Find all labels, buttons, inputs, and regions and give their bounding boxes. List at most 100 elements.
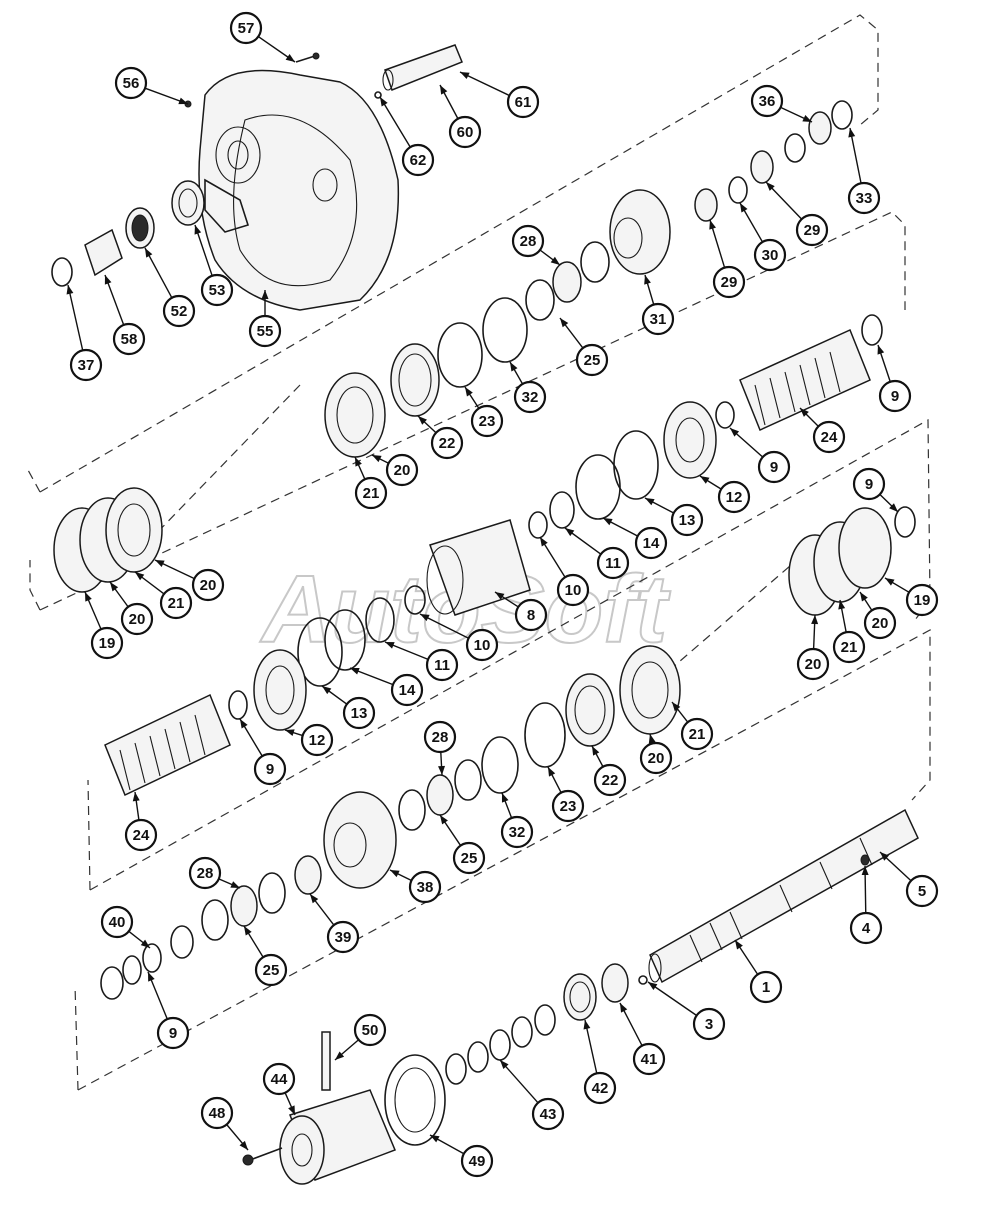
callout-label: 33 bbox=[856, 190, 873, 207]
callout-label: 30 bbox=[762, 247, 779, 264]
callout-label: 9 bbox=[891, 388, 899, 405]
callout-c9a: 9 bbox=[878, 379, 912, 413]
callout-c28a: 28 bbox=[511, 224, 545, 258]
callout-label: 20 bbox=[648, 750, 665, 767]
clutch-pack-19-20-21-right bbox=[788, 506, 916, 616]
callout-c23b: 23 bbox=[551, 789, 585, 823]
callout-circle bbox=[500, 815, 534, 849]
callout-circle bbox=[326, 920, 360, 954]
oring-10-upper bbox=[528, 511, 548, 539]
callout-circle bbox=[750, 84, 784, 118]
callout-c61: 61 bbox=[506, 85, 540, 119]
leader-arrowhead-c13a bbox=[645, 498, 655, 506]
leader-line-c43 bbox=[499, 1059, 539, 1104]
callout-label: 24 bbox=[133, 827, 150, 844]
callout-c29b: 29 bbox=[795, 213, 829, 247]
thrust-bearing-36 bbox=[808, 111, 832, 145]
leader-arrowhead-c23b bbox=[548, 767, 556, 777]
callout-c40: 40 bbox=[100, 905, 134, 939]
callout-circle bbox=[632, 1042, 666, 1076]
callout-circle bbox=[262, 1062, 296, 1096]
callout-circle bbox=[593, 763, 627, 797]
callout-c24a: 24 bbox=[812, 420, 846, 454]
callout-label: 25 bbox=[584, 352, 601, 369]
callout-circle bbox=[423, 720, 457, 754]
bearing-cone-52 bbox=[125, 207, 155, 249]
rings-40-9 bbox=[100, 925, 194, 1000]
callout-label: 9 bbox=[169, 1025, 177, 1042]
callout-circle bbox=[69, 348, 103, 382]
callout-c9d: 9 bbox=[253, 752, 287, 786]
callout-label: 53 bbox=[209, 282, 226, 299]
plate-22-lower bbox=[565, 673, 615, 747]
spring-pack-24-upper bbox=[739, 328, 871, 432]
callout-c53: 53 bbox=[200, 273, 234, 307]
spacer-30 bbox=[728, 176, 748, 204]
callout-label: 11 bbox=[434, 657, 450, 674]
leader-arrowhead-c11b bbox=[385, 642, 395, 649]
callout-label: 10 bbox=[474, 637, 491, 654]
leader-arrowhead-c38 bbox=[390, 870, 400, 878]
bolt-48 bbox=[242, 1147, 283, 1166]
callout-label: 20 bbox=[394, 462, 411, 479]
callout-c56: 56 bbox=[114, 66, 148, 100]
leader-arrowhead-c42 bbox=[583, 1020, 591, 1030]
callout-label: 22 bbox=[439, 435, 456, 452]
callout-circle bbox=[162, 294, 196, 328]
callout-circle bbox=[680, 717, 714, 751]
callout-c22b: 22 bbox=[593, 763, 627, 797]
gear-38 bbox=[323, 791, 397, 889]
leader-arrowhead-c28c bbox=[230, 881, 240, 888]
callout-label: 41 bbox=[641, 1051, 658, 1068]
callout-label: 52 bbox=[171, 303, 188, 320]
leader-arrowhead-c10b bbox=[420, 614, 430, 622]
pin-62 bbox=[374, 91, 382, 99]
callout-label: 23 bbox=[560, 798, 577, 815]
callout-c8: 8 bbox=[514, 598, 548, 632]
bearing-39 bbox=[294, 855, 322, 895]
callout-circle bbox=[114, 66, 148, 100]
leader-arrowhead-c11a bbox=[565, 528, 575, 537]
callout-c43: 43 bbox=[531, 1097, 565, 1131]
washers-25-28-middle bbox=[398, 759, 482, 831]
bearing-cup-53 bbox=[171, 180, 205, 226]
callout-label: 9 bbox=[266, 761, 274, 778]
leader-arrowhead-c28b bbox=[438, 765, 446, 775]
spring-pack-24-lower bbox=[104, 693, 231, 797]
callout-circle bbox=[847, 181, 881, 215]
callout-c13b: 13 bbox=[342, 696, 376, 730]
callout-c11a: 11 bbox=[596, 546, 630, 580]
callout-circle bbox=[200, 273, 234, 307]
clutch-drum-8 bbox=[426, 519, 531, 616]
callout-label: 49 bbox=[469, 1153, 486, 1170]
leader-arrowhead-c32a bbox=[510, 362, 518, 372]
leader-arrowhead-c39 bbox=[310, 894, 319, 904]
callout-circle bbox=[596, 546, 630, 580]
leader-arrowhead-c36 bbox=[802, 115, 812, 122]
snap-ring-23-upper bbox=[437, 322, 483, 388]
callout-label: 43 bbox=[540, 1106, 557, 1123]
callout-c60: 60 bbox=[448, 115, 482, 149]
pin-50 bbox=[321, 1031, 331, 1091]
leader-line-c42 bbox=[584, 1019, 598, 1074]
callout-c30: 30 bbox=[753, 238, 787, 272]
callout-c9e: 9 bbox=[156, 1016, 190, 1050]
cup-42 bbox=[563, 973, 597, 1021]
callout-label: 23 bbox=[479, 413, 496, 430]
pin-4 bbox=[860, 854, 870, 866]
callout-label: 57 bbox=[238, 20, 255, 37]
leader-arrowhead-c23a bbox=[465, 387, 473, 397]
callout-label: 8 bbox=[527, 607, 535, 624]
leader-arrowhead-c19a bbox=[85, 592, 92, 602]
callout-circle bbox=[753, 238, 787, 272]
callout-circle bbox=[401, 143, 435, 177]
callout-c28b: 28 bbox=[423, 720, 457, 754]
callout-label: 12 bbox=[309, 732, 326, 749]
callout-c1: 1 bbox=[749, 970, 783, 1004]
callout-circle bbox=[112, 322, 146, 356]
callout-c33: 33 bbox=[847, 181, 881, 215]
leader-arrowhead-c20c bbox=[155, 560, 165, 568]
callout-label: 24 bbox=[821, 429, 838, 446]
